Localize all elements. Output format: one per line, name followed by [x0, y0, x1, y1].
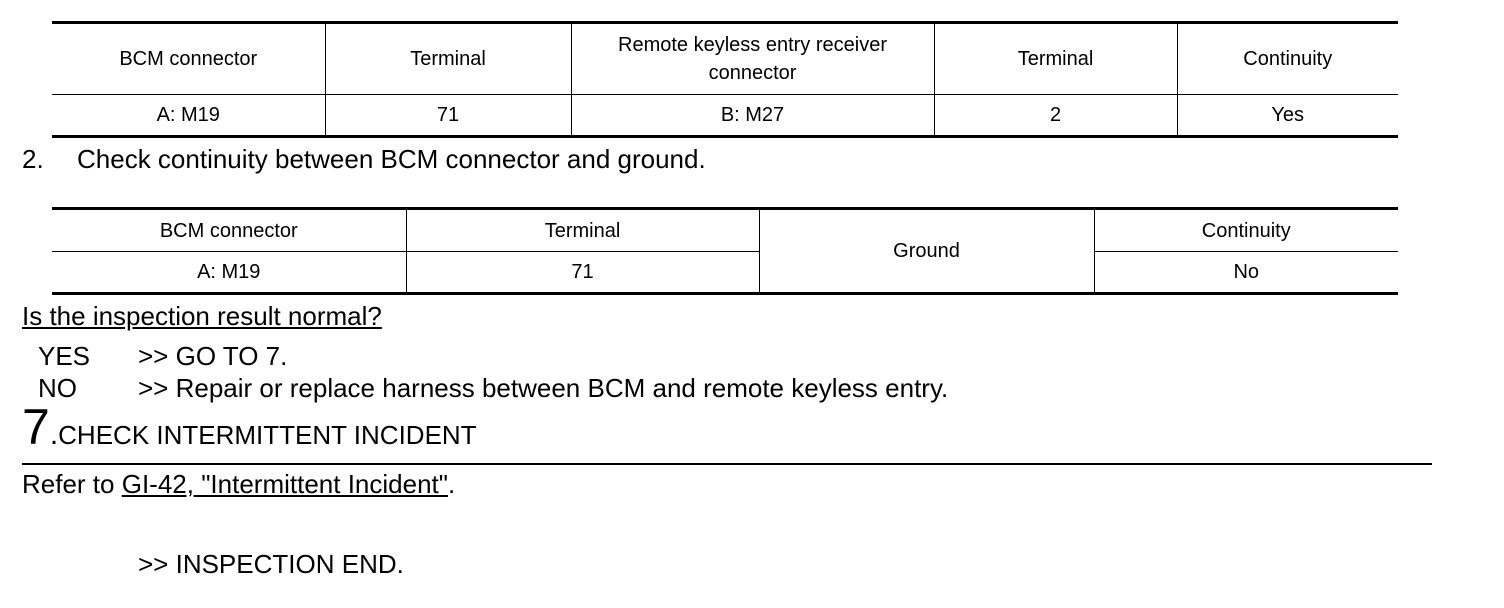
table-header-row: BCM connector Terminal Ground Continuity — [52, 208, 1398, 294]
table-row: A: M19 71 B: M27 2 Yes — [52, 94, 1398, 137]
header-terminal: Terminal — [405, 208, 760, 252]
step-title: CHECK INTERMITTENT INCIDENT — [58, 420, 477, 450]
answer-text: >> Repair or replace harness between BCM… — [138, 373, 949, 403]
cell-bcm-connector: A: M19 — [52, 94, 326, 137]
continuity-table-bcm-receiver: BCM connector Terminal Remote keyless en… — [52, 21, 1398, 138]
header-continuity: Continuity — [1176, 22, 1398, 95]
refer-suffix: . — [448, 469, 456, 499]
header-continuity: Continuity — [1093, 208, 1398, 252]
header-terminal: Terminal — [933, 22, 1178, 95]
answer-key: YES — [38, 341, 91, 371]
intermittent-incident-link[interactable]: GI-42, "Intermittent Incident" — [121, 469, 448, 499]
step-7-heading: 7.CHECK INTERMITTENT INCIDENT — [22, 402, 477, 452]
section-divider — [22, 463, 1432, 465]
step-2-instruction: 2. Check continuity between BCM connector… — [22, 143, 706, 175]
table-row: A: M19 71 No — [52, 251, 1398, 294]
step-number: 7 — [22, 399, 50, 455]
cell-continuity: Yes — [1176, 94, 1398, 137]
refer-text: Refer to GI-42, "Intermittent Incident". — [22, 468, 455, 500]
cell-continuity: No — [1093, 251, 1398, 294]
step-number: 2. — [22, 144, 44, 174]
step-dot: . — [49, 418, 59, 451]
header-receiver-connector: Remote keyless entry receiver connector — [570, 22, 935, 95]
header-bcm-connector: BCM connector — [52, 22, 326, 95]
cell-terminal: 2 — [933, 94, 1178, 137]
continuity-table-bcm-ground: BCM connector Terminal Ground Continuity… — [52, 207, 1398, 295]
inspection-end: >> INSPECTION END. — [138, 549, 404, 579]
answer-key: NO — [38, 373, 77, 403]
table-header-row: BCM connector Terminal Remote keyless en… — [52, 22, 1398, 95]
cell-bcm-connector: A: M19 — [52, 251, 407, 294]
refer-prefix: Refer to — [22, 469, 122, 499]
step-text: Check continuity between BCM connector a… — [77, 144, 706, 174]
header-ground: Ground — [758, 208, 1095, 294]
header-terminal: Terminal — [324, 22, 572, 95]
answer-text: >> GO TO 7. — [138, 341, 288, 371]
answer-yes: YES >> GO TO 7. — [38, 340, 287, 372]
answer-no: NO >> Repair or replace harness between B… — [38, 372, 948, 404]
header-bcm-connector: BCM connector — [52, 208, 407, 252]
cell-receiver-connector: B: M27 — [570, 94, 935, 137]
inspection-question: Is the inspection result normal? — [22, 301, 382, 331]
cell-terminal: 71 — [324, 94, 572, 137]
cell-terminal: 71 — [405, 251, 760, 294]
